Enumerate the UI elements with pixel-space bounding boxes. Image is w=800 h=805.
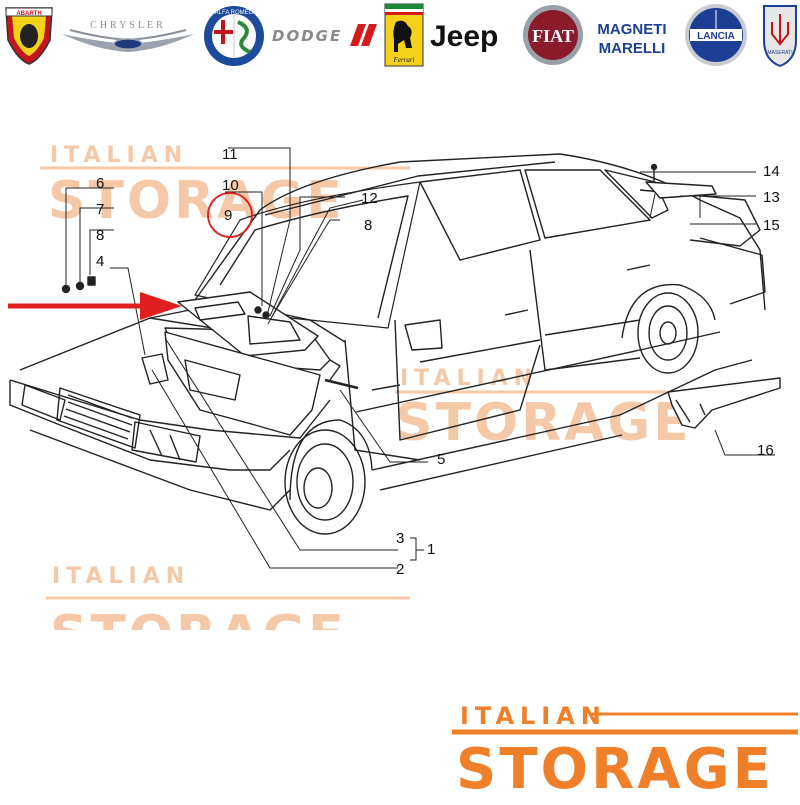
brand-logos: ABARTH CHRYSLER ALFA ROMEO DODGE xyxy=(5,3,797,68)
callout-8-right: 8 xyxy=(364,217,372,234)
callout-14: 14 xyxy=(763,163,780,180)
maserati-logo: MASERATI xyxy=(763,5,797,68)
watermark-3-bottom: STORAGE xyxy=(50,605,347,630)
callout-16: 16 xyxy=(757,442,774,459)
footer-logo-bottom: STORAGE xyxy=(456,737,774,800)
watermark-1-top: ITALIAN xyxy=(50,143,188,168)
ferrari-text: Ferrari xyxy=(393,56,415,64)
watermark-2-bottom: STORAGE xyxy=(395,393,692,453)
callout-15: 15 xyxy=(763,217,780,234)
callout-10: 10 xyxy=(222,177,239,194)
dodge-text: DODGE xyxy=(272,27,342,45)
lancia-text: LANCIA xyxy=(697,31,735,42)
italian-storage-logo: ITALIAN STORAGE xyxy=(440,696,800,802)
callout-13: 13 xyxy=(763,189,780,206)
ferrari-logo: Ferrari xyxy=(384,3,424,67)
abarth-logo: ABARTH xyxy=(5,7,53,65)
magneti-marelli-logo: MAGNETI MARELLI xyxy=(597,21,666,57)
maserati-text: MASERATI xyxy=(767,50,792,56)
jeep-text: Jeep xyxy=(430,20,498,53)
chrysler-text: CHRYSLER xyxy=(90,20,166,31)
dodge-logo: DODGE xyxy=(272,24,377,46)
fiat-text: FIAT xyxy=(532,26,574,46)
highlight-markers xyxy=(8,192,253,320)
abarth-text: ABARTH xyxy=(16,11,41,17)
alfa-romeo-logo: ALFA ROMEO xyxy=(204,6,264,66)
callout-3: 3 xyxy=(396,530,404,547)
callout-7: 7 xyxy=(96,201,104,218)
jeep-logo: Jeep xyxy=(430,20,498,53)
watermark-3: ITALIAN STORAGE xyxy=(46,564,410,665)
alfa-romeo-text: ALFA ROMEO xyxy=(215,10,254,16)
callout-6: 6 xyxy=(96,175,104,192)
watermark-1: ITALIAN STORAGE xyxy=(40,143,410,231)
watermark-3-top: ITALIAN xyxy=(52,564,190,589)
marelli-text: MARELLI xyxy=(599,40,666,57)
callout-2: 2 xyxy=(396,561,404,578)
callout-11: 11 xyxy=(222,146,238,163)
italian-storage-logo-svg: ITALIAN STORAGE xyxy=(452,702,798,802)
callout-1: 1 xyxy=(427,541,435,558)
magneti-text: MAGNETI xyxy=(597,21,666,38)
highlight-circle xyxy=(207,192,253,238)
callout-4: 4 xyxy=(96,253,104,270)
chrysler-logo: CHRYSLER xyxy=(62,20,194,52)
callout-9: 9 xyxy=(224,207,232,224)
callout-5: 5 xyxy=(437,451,445,468)
brand-logo-bar: ABARTH CHRYSLER ALFA ROMEO DODGE xyxy=(0,0,800,70)
footer-logo-top: ITALIAN xyxy=(460,702,607,730)
parts-diagram-svg: ITALIAN STORAGE ITALIAN STORAGE ITALIAN … xyxy=(8,143,781,665)
watermark-1-bottom: STORAGE xyxy=(48,171,345,231)
callout-12: 12 xyxy=(361,190,378,207)
highlight-arrow-head xyxy=(140,292,182,320)
lancia-logo: LANCIA xyxy=(685,4,747,66)
car-illustration xyxy=(9,153,781,535)
callout-8-left: 8 xyxy=(96,227,104,244)
leader-lines xyxy=(65,147,775,569)
callout-labels: 6 7 8 4 11 10 9 12 8 14 13 15 16 5 3 1 2 xyxy=(96,146,780,578)
parts-diagram: ITALIAN STORAGE ITALIAN STORAGE ITALIAN … xyxy=(0,70,800,665)
fiat-logo: FIAT xyxy=(523,5,583,65)
watermark-2: ITALIAN STORAGE xyxy=(395,366,740,453)
